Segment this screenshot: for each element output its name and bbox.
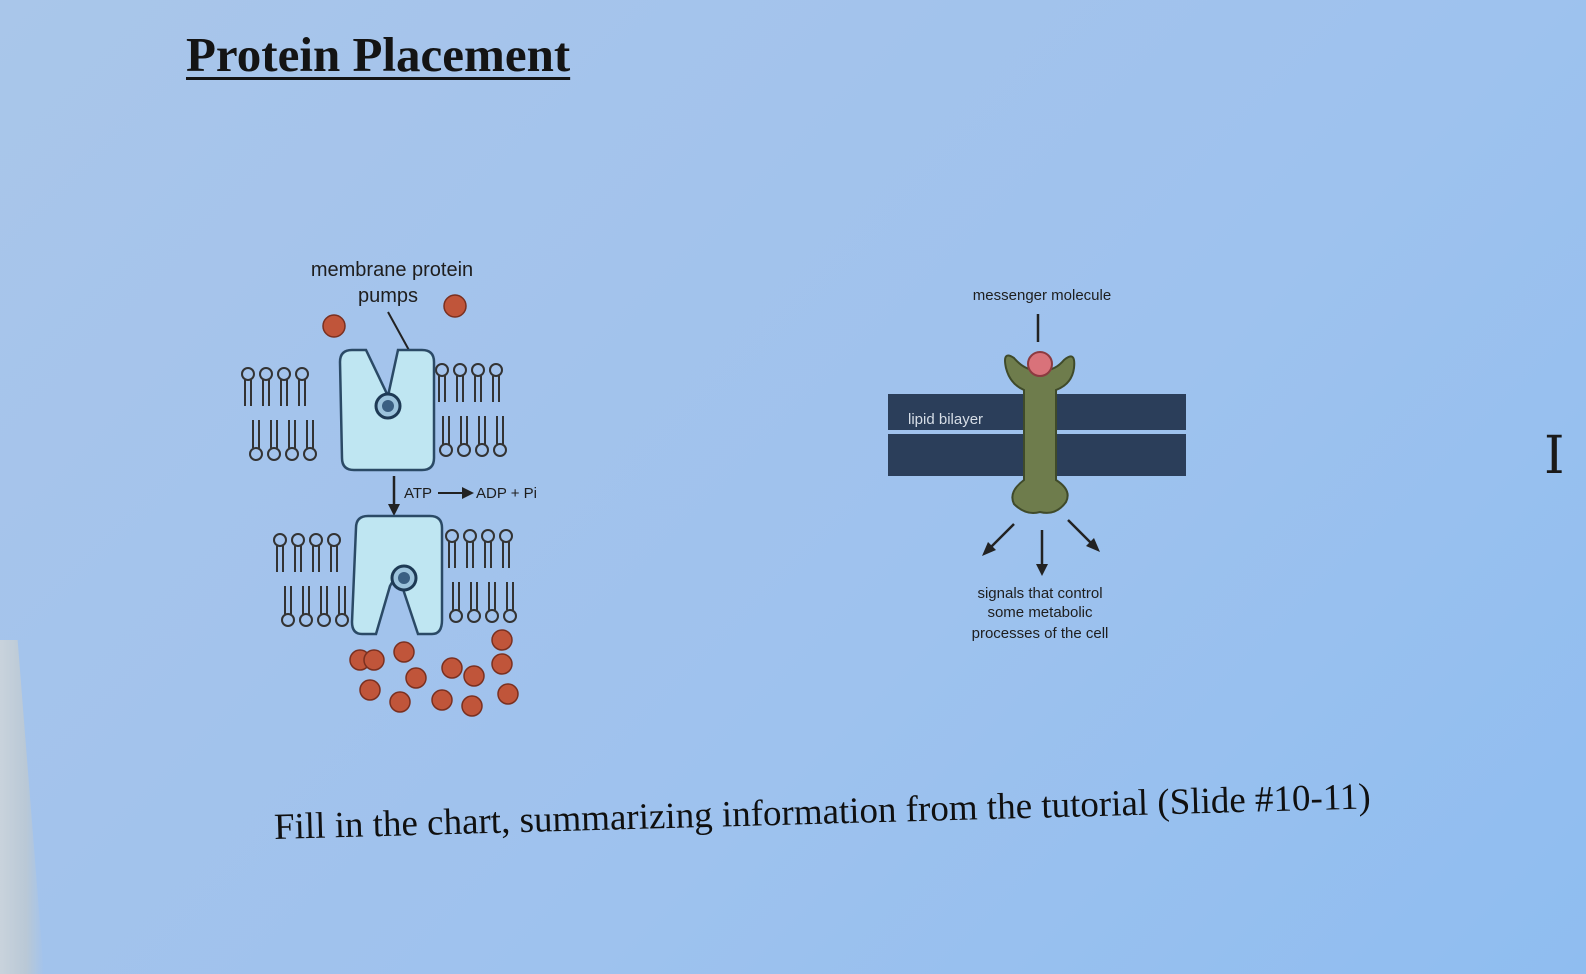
transition-arrowhead (388, 504, 400, 516)
reaction-products: ADP + Pi (476, 485, 537, 502)
pump-label-pointer (387, 311, 411, 353)
ion-molecule-cluster (349, 629, 519, 717)
phospholipids-upper-right (435, 363, 507, 457)
signal-arrowhead-left (982, 542, 996, 556)
slide-title: Protein Placement (186, 27, 571, 82)
signals-line2: some metabolic (987, 604, 1093, 621)
bound-ion-core (382, 400, 394, 412)
receptor-protein (1004, 354, 1076, 514)
signal-arrow-left (989, 523, 1015, 549)
signal-arrow-right (1067, 519, 1093, 545)
phospholipids-lower-right (445, 529, 517, 623)
phospholipids-upper-left (241, 367, 317, 461)
released-ion-core (398, 572, 410, 584)
ion-molecule (322, 314, 346, 338)
text-cursor-icon: I (1544, 426, 1565, 486)
monitor-bezel-edge (0, 640, 44, 974)
pump-label-line1: membrane protein (311, 259, 473, 281)
pump-label-line2: pumps (358, 285, 418, 307)
receptor-protein-figure: messenger molecule lipid bilayer signals… (888, 287, 1186, 642)
signal-arrowhead-center (1036, 564, 1048, 576)
messenger-molecule-label: messenger molecule (973, 287, 1111, 304)
phospholipids-lower-left (273, 533, 349, 627)
reaction-atp: ATP (404, 485, 432, 502)
signals-line3: processes of the cell (972, 625, 1109, 642)
ion-molecule (443, 294, 467, 318)
signals-line1: signals that control (977, 585, 1102, 602)
signal-arrowhead-right (1086, 538, 1100, 552)
reaction-arrowhead (462, 487, 474, 499)
membrane-pump-figure: membrane protein pumps ATP ADP + Pi (241, 259, 537, 717)
messenger-molecule (1027, 351, 1053, 377)
lipid-bilayer-label: lipid bilayer (908, 411, 983, 428)
slide-instruction: Fill in the chart, summarizing informati… (273, 776, 1372, 848)
